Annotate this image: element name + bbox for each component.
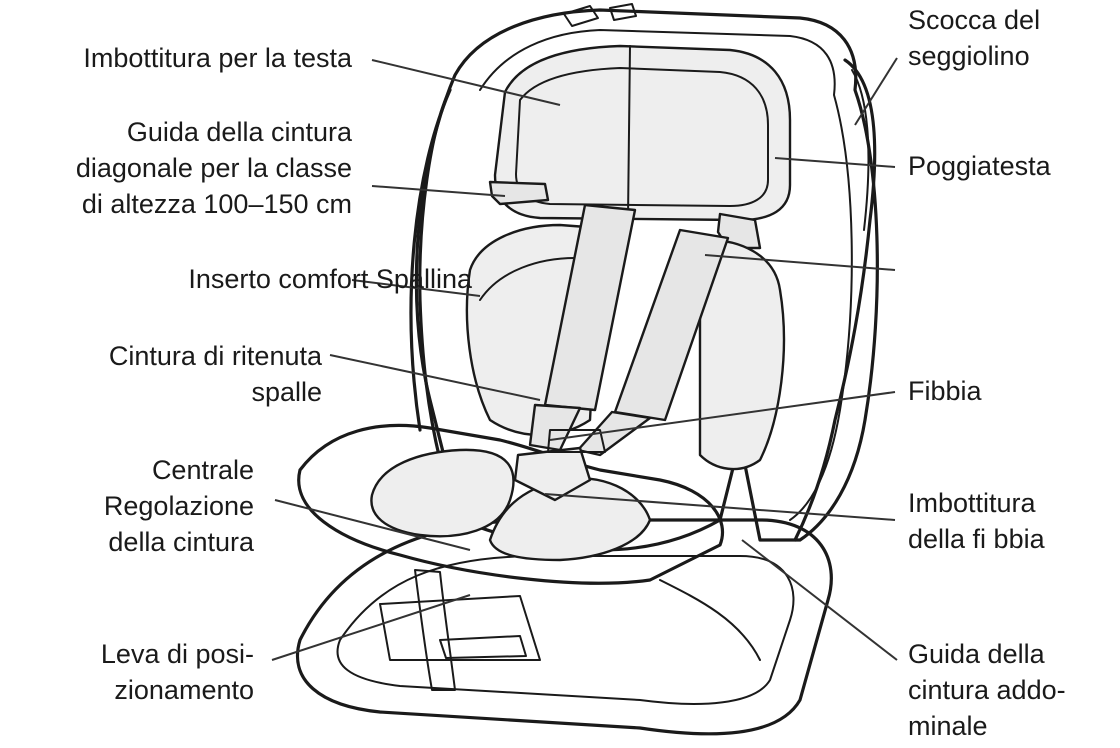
leader-seat-shell	[854, 57, 898, 126]
label-diagonal-belt-guide: Guida della cintura diagonale per la cla…	[75, 117, 352, 219]
positioning-lever	[414, 569, 456, 691]
label-positioning-lever: Leva di posi- zionamento	[100, 639, 254, 705]
headrest	[488, 44, 792, 250]
label-lap-belt-guide: Guida della cintura addo- minale	[908, 639, 1066, 741]
seat-shell	[409, 3, 879, 552]
label-central-adjustment: Centrale Regolazione della cintura	[103, 455, 254, 557]
leader-lap-guide	[741, 539, 898, 661]
label-shoulder-belt: Cintura di ritenuta spalle	[108, 341, 322, 407]
leader-shoulder-belt	[329, 354, 541, 401]
leader-buckle-padding	[544, 493, 896, 521]
leader-position-lever	[271, 594, 471, 661]
label-seat-shell: Scocca del seggiolino	[908, 5, 1041, 71]
harness-straps	[528, 203, 730, 457]
label-headrest: Poggiatesta	[908, 151, 1051, 181]
seat-cushion	[297, 423, 725, 585]
leader-headrest	[774, 157, 896, 168]
leader-comfort-insert	[351, 279, 481, 297]
leader-lines	[271, 57, 898, 661]
leader-unlabeled	[704, 254, 896, 271]
seat-base	[295, 518, 833, 736]
leader-buckle	[549, 391, 896, 441]
label-comfort-insert: Inserto comfort Spallina	[188, 264, 472, 294]
label-buckle-padding: Imbottitura della fi bbia	[908, 488, 1045, 554]
leader-central-adjust	[274, 499, 471, 551]
label-buckle: Fibbia	[908, 376, 982, 406]
label-head-padding: Imbottitura per la testa	[83, 43, 352, 73]
leader-diagonal-guide	[371, 185, 506, 197]
leader-head-padding	[371, 59, 561, 106]
